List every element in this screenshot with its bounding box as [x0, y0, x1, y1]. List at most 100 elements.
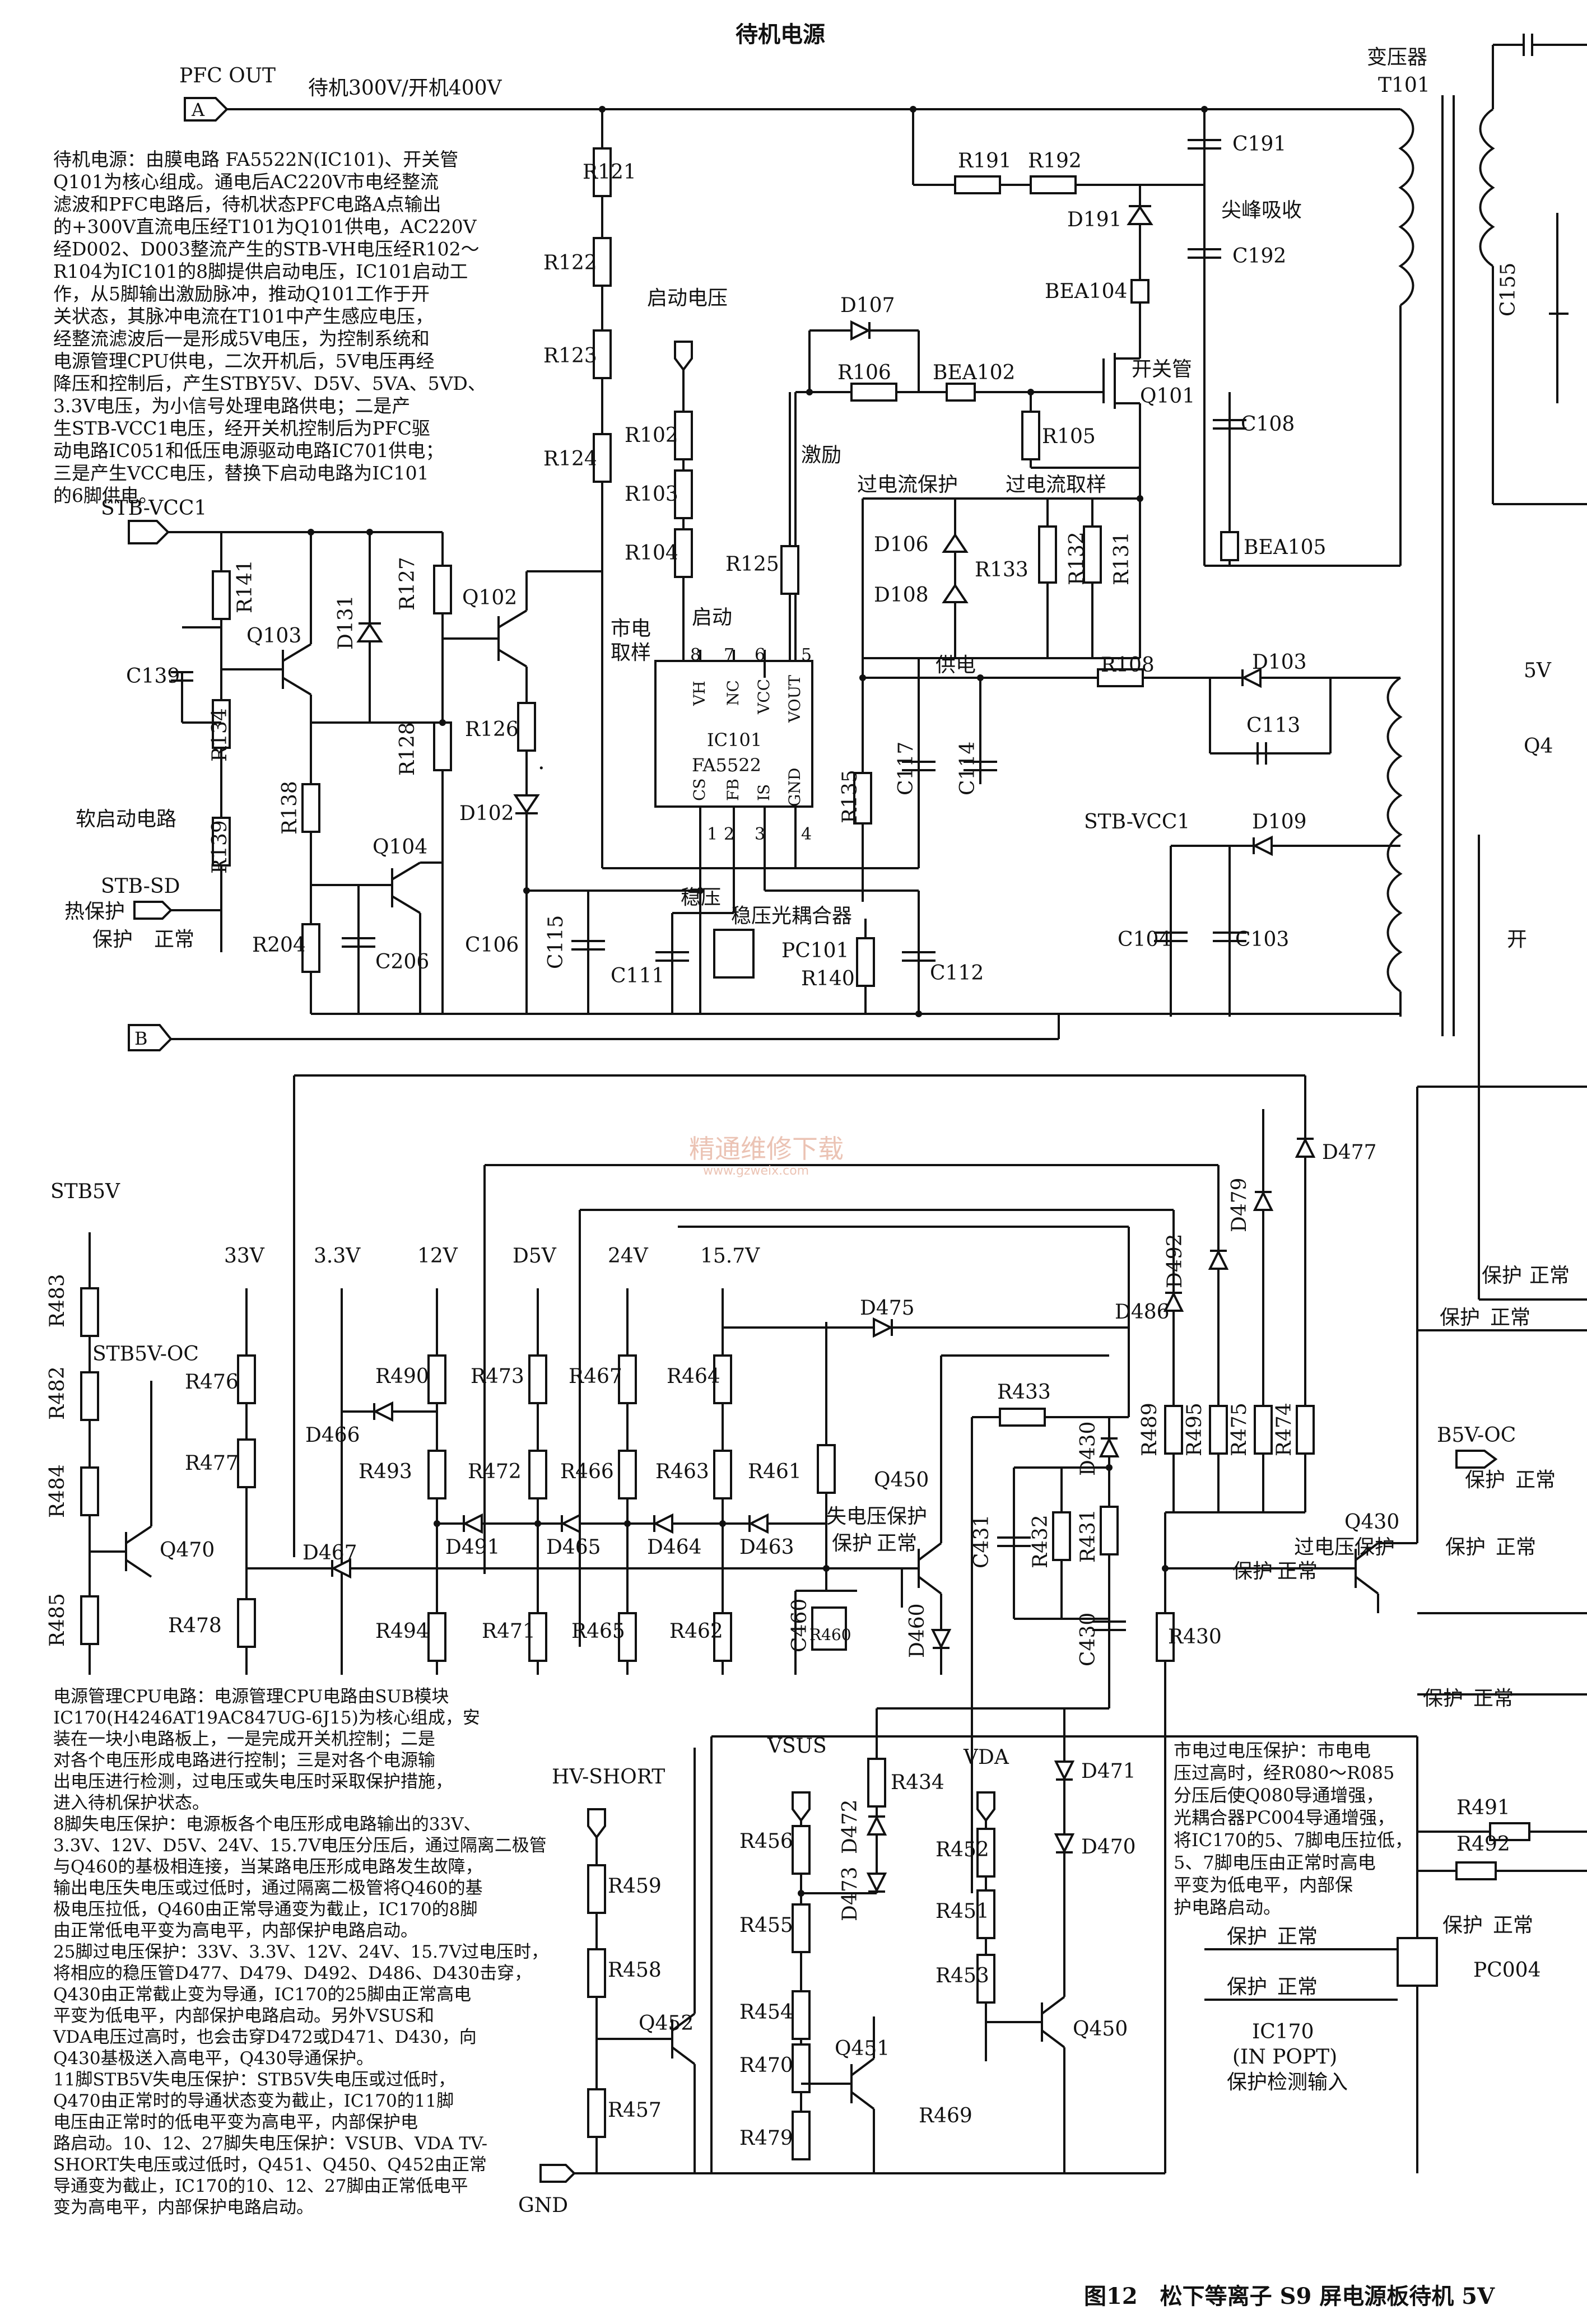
R127-body — [433, 565, 452, 614]
D492-label: D492 — [1164, 1233, 1186, 1288]
R133-label: R133 — [975, 558, 1028, 581]
R457-body — [587, 2088, 606, 2138]
pin-2: 2 — [724, 825, 735, 844]
R494-label: R494 — [375, 1620, 429, 1643]
R126-body — [517, 702, 536, 752]
C115-label: C115 — [544, 915, 567, 969]
port-stbsd-shape — [133, 901, 173, 920]
R453-body — [976, 1954, 995, 2004]
R108-label: R108 — [1101, 654, 1155, 677]
rail-24v: 24V — [608, 1245, 648, 1268]
page-title: 待机电源 — [736, 21, 825, 48]
R462-body — [713, 1612, 732, 1662]
R134-label: R134 — [208, 708, 231, 762]
mains-sample-2: 取样 — [611, 641, 651, 664]
D106-label: D106 — [874, 533, 929, 556]
oc-sample-label: 过电流取样 — [1006, 473, 1107, 496]
BEA104-label: BEA104 — [1045, 280, 1128, 303]
R463-body — [713, 1450, 732, 1499]
R138-body — [301, 783, 320, 833]
R433-label: R433 — [997, 1381, 1051, 1404]
R453-label: R453 — [936, 1964, 989, 1987]
R459-label: R459 — [608, 1875, 662, 1898]
R493-body — [427, 1450, 446, 1499]
D460-label: D460 — [906, 1603, 929, 1658]
R135-body — [853, 772, 872, 825]
D191-label: D191 — [1067, 208, 1122, 231]
C460-R460-block — [811, 1606, 847, 1651]
C191-label: C191 — [1232, 133, 1287, 156]
pin-cs: CS — [690, 778, 709, 801]
R476-label: R476 — [185, 1371, 239, 1394]
protect-label-3: 保护 — [1232, 1560, 1273, 1583]
protect-label-6: 保护 — [1465, 1469, 1506, 1492]
rail-33v: 33V — [224, 1245, 264, 1268]
R457-label: R457 — [608, 2099, 662, 2122]
R128-body — [433, 721, 452, 771]
Q103-label: Q103 — [246, 625, 302, 648]
Q452-label: Q452 — [639, 2012, 694, 2035]
C106-label: C106 — [465, 934, 519, 957]
pin-vh: VH — [690, 681, 709, 706]
BEA102-body — [946, 383, 976, 402]
rail-15v7: 15.7V — [700, 1245, 760, 1268]
R463-label: R463 — [655, 1460, 709, 1483]
D467-label: D467 — [302, 1541, 357, 1564]
R138-label: R138 — [278, 781, 301, 835]
R458-label: R458 — [608, 1959, 662, 1982]
pin-6: 6 — [755, 645, 766, 665]
R430-label: R430 — [1168, 1626, 1222, 1648]
R472-body — [528, 1450, 547, 1499]
R476-body — [237, 1354, 256, 1404]
R454-label: R454 — [739, 2001, 793, 2024]
C431-label: C431 — [970, 1514, 993, 1568]
protect-label-1: 保护 — [92, 928, 133, 951]
R484-body — [80, 1466, 99, 1516]
R132-label: R132 — [1065, 532, 1088, 585]
R121-label: R121 — [583, 161, 636, 184]
port-stb-sd: STB-SD — [101, 875, 180, 898]
normal-label-3: 正常 — [1277, 1560, 1318, 1583]
D491-label: D491 — [445, 1536, 500, 1559]
protect-label-11: 保护 — [1227, 1976, 1268, 1999]
mains-sample-1: 市电 — [611, 617, 651, 640]
R434-body — [867, 1758, 886, 1808]
normal-label-10: 正常 — [1277, 1925, 1318, 1948]
optocoupler-label: 稳压光耦合器 — [731, 905, 853, 928]
D465-label: D465 — [546, 1536, 601, 1559]
ic170-label: IC170 — [1252, 2020, 1314, 2043]
D464-label: D464 — [647, 1536, 702, 1559]
kai-label: 开 — [1507, 928, 1528, 951]
R103-body — [674, 469, 693, 519]
stb-vcc1-b-label: STB-VCC1 — [1084, 811, 1190, 833]
R433-body — [999, 1408, 1046, 1427]
in-popt-label: (IN POPT) — [1232, 2046, 1338, 2069]
BEA105-body — [1220, 531, 1239, 561]
pin-1: 1 — [707, 825, 718, 844]
normal-label-1: 正常 — [154, 928, 195, 951]
t101-label: T101 — [1378, 74, 1430, 97]
start-voltage-label: 启动电压 — [647, 287, 728, 310]
ic101-label: IC101 — [707, 729, 762, 751]
protect-label-4: 保护 — [1482, 1264, 1523, 1287]
R471-label: R471 — [482, 1620, 536, 1643]
R431-label: R431 — [1077, 1509, 1100, 1563]
D479-label: D479 — [1228, 1177, 1251, 1232]
Q450-label: Q450 — [874, 1469, 929, 1492]
R132-body — [1038, 525, 1057, 584]
spike-label: 尖峰吸收 — [1221, 199, 1302, 222]
R464-body — [713, 1354, 732, 1404]
R124-label: R124 — [543, 448, 597, 471]
R475-body — [1254, 1405, 1273, 1455]
start-label: 启动 — [692, 606, 733, 629]
R470-label: R470 — [739, 2054, 793, 2077]
D430-label: D430 — [1077, 1421, 1100, 1476]
R471-body — [528, 1612, 547, 1662]
R431-body — [1100, 1506, 1119, 1555]
R122-body — [593, 237, 612, 287]
R191-body — [954, 175, 1001, 194]
R495-label: R495 — [1183, 1403, 1206, 1456]
R461-body — [817, 1444, 836, 1494]
supply-label: 供电 — [936, 654, 976, 677]
R478-body — [237, 1598, 256, 1648]
